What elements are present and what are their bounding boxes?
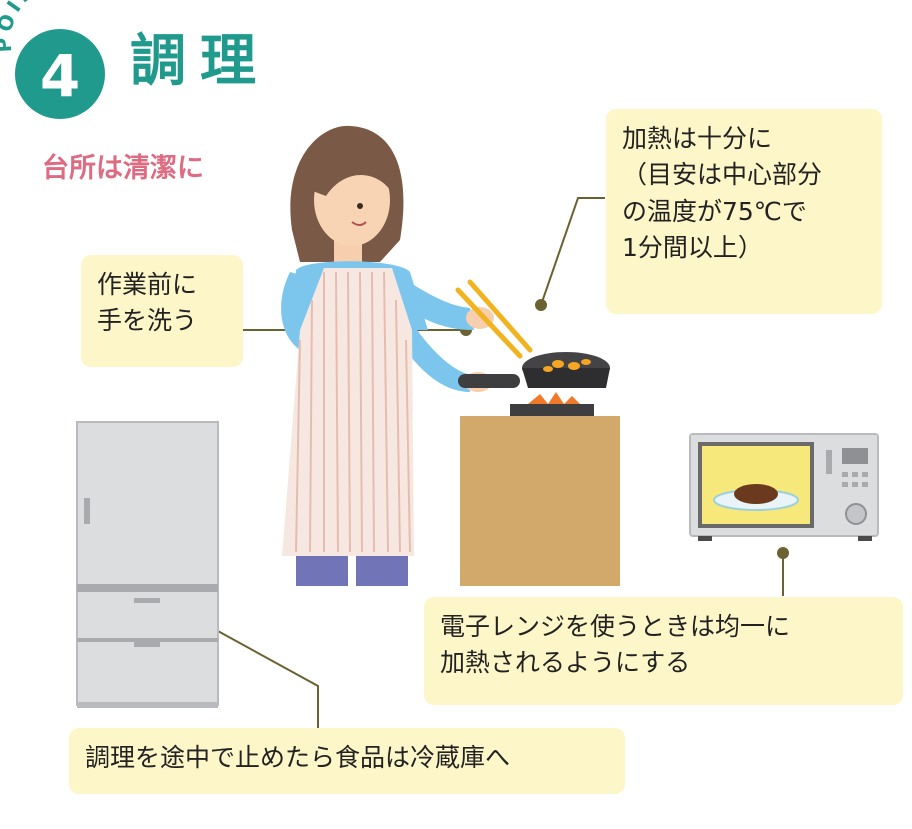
callout-heating-line-3: の温度が75℃で bbox=[622, 196, 807, 226]
stove-counter bbox=[460, 392, 620, 586]
callout-heating: 加熱は十分に （目安は中心部分 の温度が75℃で 1分間以上） bbox=[606, 109, 882, 314]
callout-microwave-line-1: 電子レンジを使うときは均一に bbox=[440, 612, 791, 641]
frying-pan bbox=[458, 352, 610, 388]
subtitle: 台所は清潔に bbox=[42, 153, 204, 184]
callout-handwash-line-1: 作業前に bbox=[97, 270, 198, 299]
callout-heating-line-1: 加熱は十分に bbox=[622, 124, 773, 153]
woman-cooking bbox=[281, 125, 533, 586]
callout-handwash: 作業前に 手を洗う bbox=[81, 255, 243, 367]
callout-heating-line-4: 1分間以上） bbox=[622, 232, 763, 262]
refrigerator bbox=[76, 421, 219, 708]
callout-fridge: 調理を途中で止めたら食品は冷蔵庫へ bbox=[69, 728, 625, 794]
callout-fridge-line-1: 調理を途中で止めたら食品は冷蔵庫へ bbox=[85, 743, 511, 772]
point-badge: POINT 4 bbox=[0, 0, 105, 119]
microwave-oven bbox=[689, 433, 879, 541]
callout-microwave: 電子レンジを使うときは均一に 加熱されるようにする bbox=[424, 597, 903, 705]
page-title: 調理 bbox=[130, 29, 270, 94]
callout-microwave-line-2: 加熱されるようにする bbox=[440, 648, 691, 678]
point-number: 4 bbox=[40, 42, 80, 110]
callout-handwash-line-2: 手を洗う bbox=[97, 306, 198, 336]
callout-heating-line-2: （目安は中心部分 bbox=[622, 160, 823, 190]
